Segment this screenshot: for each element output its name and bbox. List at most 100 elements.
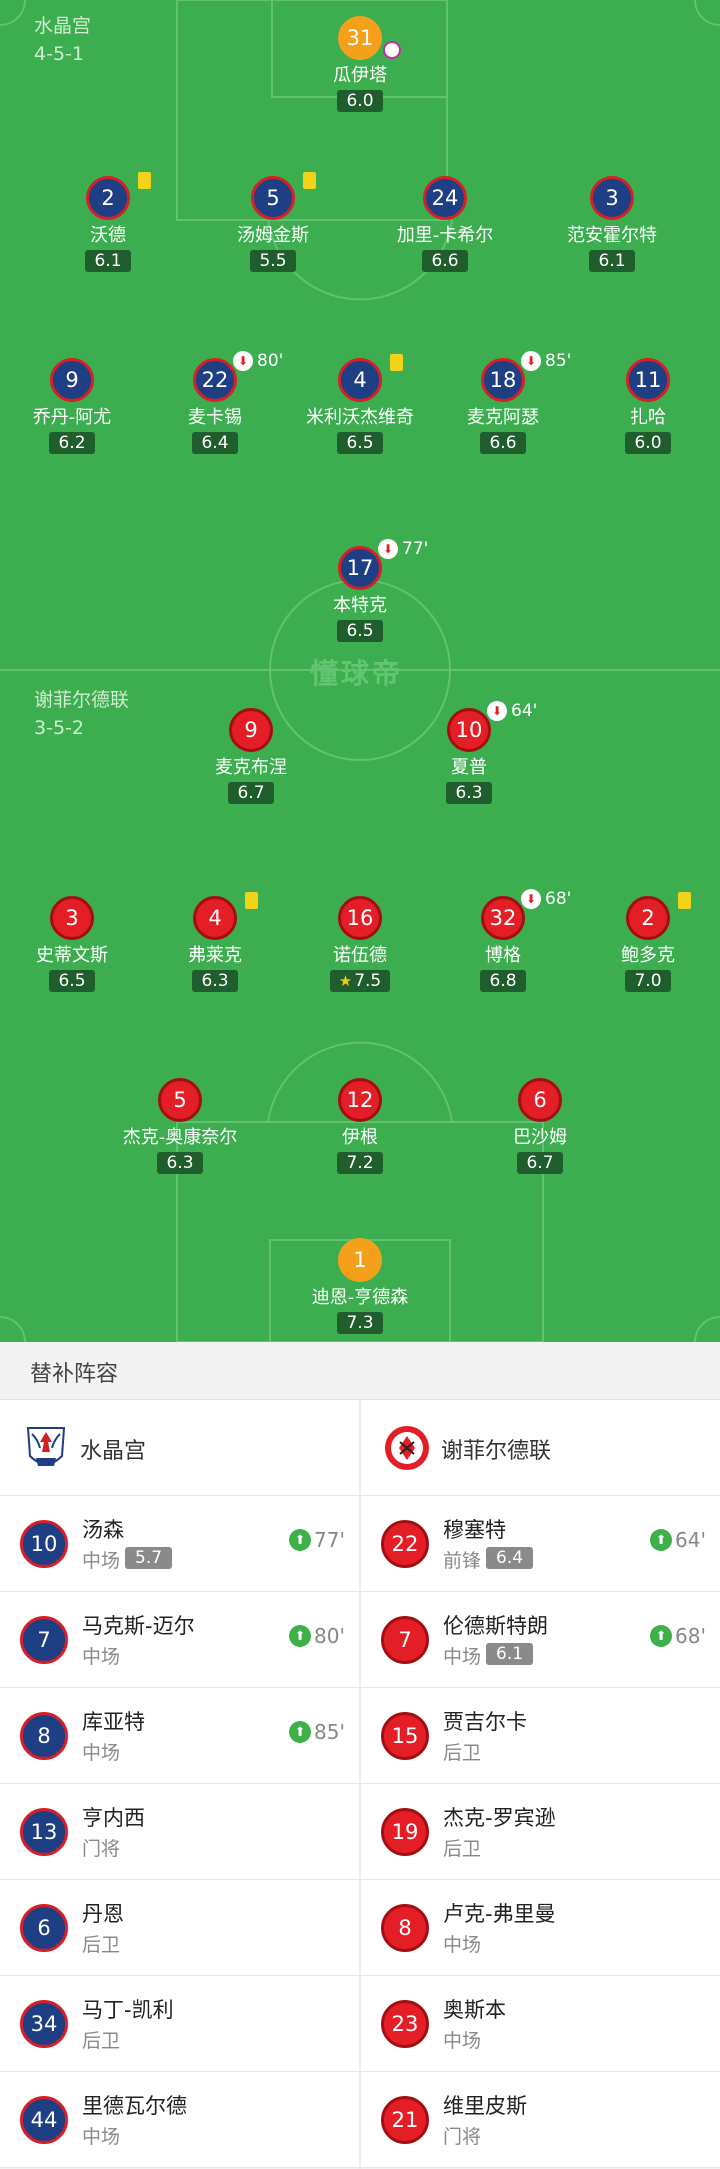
player-name: 米利沃杰维奇 xyxy=(306,407,414,428)
sub-player-position: 中场 xyxy=(443,2030,482,2052)
player-number-badge: 9 xyxy=(50,358,94,402)
player-rating-value: 6.7 xyxy=(237,783,265,803)
sub-player-position: 后卫 xyxy=(82,1934,121,1956)
player-name: 范安霍尔特 xyxy=(567,225,657,246)
player-number-badge: 22⬇80' xyxy=(193,351,283,402)
home-player[interactable]: 5 汤姆金斯 5.5 xyxy=(188,172,358,272)
sub-player-name: 奥斯本 xyxy=(443,1998,506,2022)
player-rating: 6.8 xyxy=(480,970,526,992)
player-number: 5 xyxy=(266,186,280,210)
player-number-badge: 4 xyxy=(338,354,403,402)
player-rating: 6.3 xyxy=(446,782,492,804)
player-number: 18 xyxy=(489,368,517,392)
sub-number-badge: 6 xyxy=(20,1904,68,1952)
player-number-badge: 1 xyxy=(338,1238,382,1282)
sub-player-position: 中场 xyxy=(443,1646,482,1668)
player-rating: 6.3 xyxy=(157,1152,203,1174)
sub-number-badge: 23 xyxy=(381,2000,429,2048)
football-icon xyxy=(383,41,401,59)
away-subs-team-name: 谢菲尔德联 xyxy=(441,1439,552,1464)
player-rating-value: 6.1 xyxy=(94,251,122,271)
player-name: 汤姆金斯 xyxy=(237,225,309,246)
player-rating-value: 7.2 xyxy=(346,1153,374,1173)
player-rating: 6.0 xyxy=(625,432,671,454)
player-rating-value: 6.2 xyxy=(58,433,86,453)
player-number-badge: 31 xyxy=(338,16,401,60)
sub-in-marker: ⬆68' xyxy=(650,1624,706,1648)
player-rating-value: 6.3 xyxy=(201,971,229,991)
sub-player-row[interactable]: 23 奥斯本中场 xyxy=(361,1976,720,2072)
sub-player-name: 马克斯-迈尔 xyxy=(82,1614,195,1638)
player-rating-value: 7.5 xyxy=(354,971,382,991)
home-team-name: 水晶宫 xyxy=(34,15,92,37)
sub-out-marker: ⬇77' xyxy=(378,539,428,559)
column-divider xyxy=(359,1400,361,2169)
player-number: 4 xyxy=(353,368,367,392)
player-number-badge: 3 xyxy=(50,896,94,940)
yellow-card-icon xyxy=(138,172,151,189)
green-up-arrow-icon: ⬆ xyxy=(650,1625,673,1647)
player-rating: 5.5 xyxy=(250,250,296,272)
green-up-arrow-icon: ⬆ xyxy=(289,1625,312,1647)
player-rating-value: 7.3 xyxy=(346,1313,374,1333)
player-name: 弗莱克 xyxy=(188,945,242,966)
yellow-card-icon xyxy=(245,892,258,909)
sub-in-minute: 77' xyxy=(314,1528,345,1552)
sub-player-position: 中场 xyxy=(82,1550,121,1572)
player-number: 9 xyxy=(244,718,258,742)
home-team-row[interactable]: 水晶宫 xyxy=(0,1400,359,1496)
crystal-palace-crest-icon xyxy=(26,1427,66,1466)
player-number: 11 xyxy=(634,368,662,392)
player-number-badge: 17⬇77' xyxy=(338,539,428,590)
player-rating-value: 6.7 xyxy=(526,1153,554,1173)
player-number-badge: 5 xyxy=(158,1078,202,1122)
player-number-badge: 9 xyxy=(229,708,273,752)
away-team-row[interactable]: 谢菲尔德联 xyxy=(361,1400,720,1496)
away-player[interactable]: 4 弗莱克 6.3 xyxy=(130,892,300,992)
player-number-badge: 12 xyxy=(338,1078,382,1122)
yellow-card-icon xyxy=(678,892,691,909)
sub-player-position: 门将 xyxy=(443,2126,482,2148)
player-name: 博格 xyxy=(485,945,521,966)
player-number: 6 xyxy=(533,1088,547,1112)
player-number-badge: 4 xyxy=(193,892,258,940)
player-name: 麦克阿瑟 xyxy=(467,407,539,428)
sub-player-rating: 5.7 xyxy=(125,1547,173,1569)
player-number: 32 xyxy=(489,906,517,930)
player-rating-value: 6.3 xyxy=(455,783,483,803)
